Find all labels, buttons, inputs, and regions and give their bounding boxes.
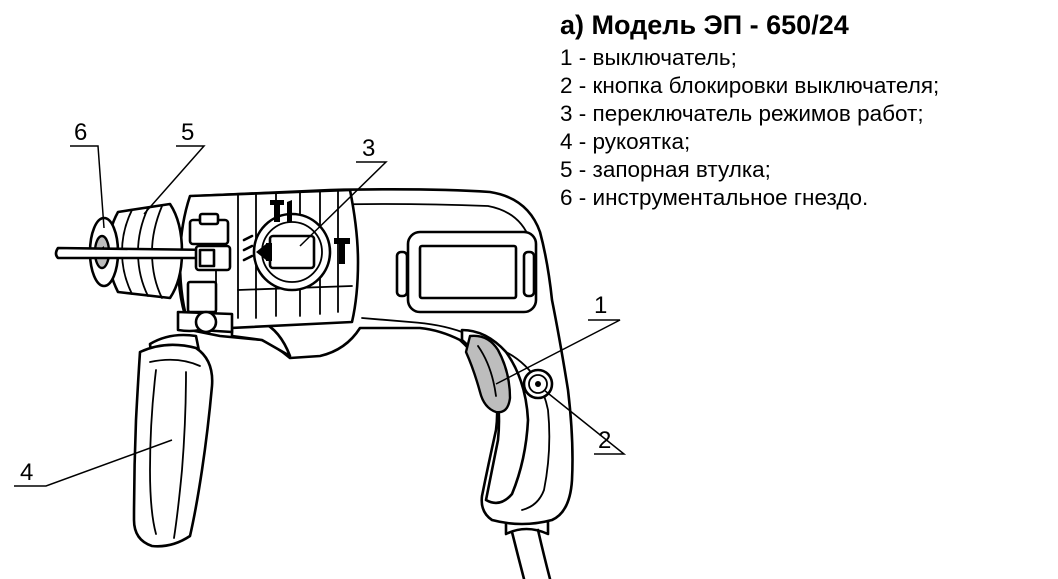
callout-5: 5 <box>181 119 194 146</box>
part-item-handle: 4 - рукоятка; <box>560 129 691 154</box>
callout-3: 3 <box>362 135 375 162</box>
mode-selector-switch <box>252 200 350 292</box>
part-item-tool-socket: 6 - инструментальное гнездо. <box>560 185 869 210</box>
drill-bit <box>54 246 216 260</box>
side-handle <box>132 310 234 548</box>
callout-6: 6 <box>74 119 87 146</box>
callout-2: 2 <box>598 427 611 454</box>
model-title: а) Модель ЭП - 650/24 <box>560 10 849 40</box>
leader-lines <box>14 145 627 487</box>
hammer-mode-icon <box>334 238 350 264</box>
part-item-mode-switch: 3 - переключатель режимов работ; <box>560 101 924 126</box>
drill-mode-icon <box>270 200 292 222</box>
callout-4: 4 <box>20 459 33 486</box>
parts-legend: а) Модель ЭП - 650/24 1 - выключатель; 2… <box>560 8 1050 212</box>
part-item-lock-button: 2 - кнопка блокировки выключателя; <box>560 73 940 98</box>
part-item-locking-sleeve: 5 - запорная втулка; <box>560 157 771 182</box>
parts-list: 1 - выключатель; 2 - кнопка блокировки в… <box>560 44 1050 212</box>
part-item-switch: 1 - выключатель; <box>560 45 737 70</box>
callout-numbers: 6 5 3 1 2 4 <box>20 119 611 486</box>
trigger-switch <box>464 334 512 414</box>
callout-1: 1 <box>594 292 607 319</box>
